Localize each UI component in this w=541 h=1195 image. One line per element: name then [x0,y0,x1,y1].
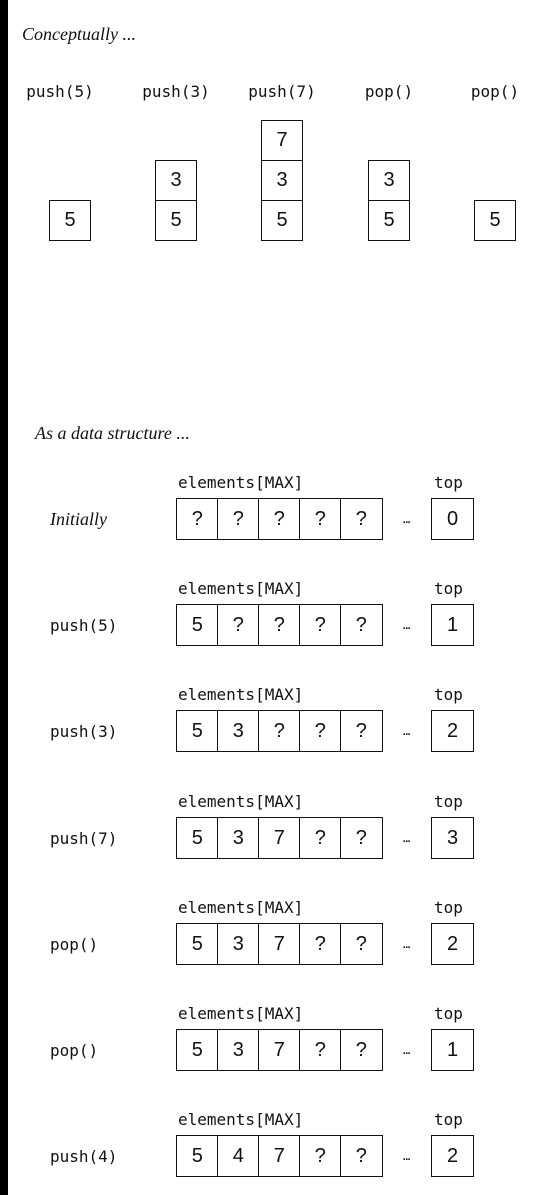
top-label: top [434,685,463,704]
top-label: top [434,579,463,598]
elements-label: elements[MAX] [178,1004,304,1023]
top-label: top [434,1004,463,1023]
conceptual-op-label: push(7) [248,82,316,101]
array-cell: 4 [217,1135,260,1177]
array-cell: 7 [258,1135,301,1177]
top-cell: 0 [431,498,474,540]
array-cell: ? [299,1135,342,1177]
array-cell: 3 [217,817,260,859]
array-cell: ? [217,498,260,540]
top-label: top [434,792,463,811]
ellipsis: ... [402,829,411,846]
array-cell: ? [340,1135,383,1177]
top-cell: 2 [431,1135,474,1177]
array-cell: ? [176,498,219,540]
array-cell: 7 [258,817,301,859]
array-cell: 5 [176,923,219,965]
array-cell: 5 [176,604,219,646]
array-cell: 5 [176,1029,219,1071]
left-edge-bar [0,0,8,1195]
row-label: push(5) [50,616,118,635]
top-label: top [434,1110,463,1129]
top-label: top [434,473,463,492]
array-cell: ? [340,604,383,646]
array-cell: ? [299,604,342,646]
elements-label: elements[MAX] [178,685,304,704]
top-cell: 2 [431,923,474,965]
array-cell: 7 [258,1029,301,1071]
conceptual-op-label: pop() [364,82,414,101]
top-label: top [434,898,463,917]
array-cell: ? [340,1029,383,1071]
ellipsis: ... [402,510,411,527]
stack-cell: 3 [368,160,410,201]
conceptual-op-label: push(3) [142,82,210,101]
array-cell: ? [299,498,342,540]
array-cell: ? [258,498,301,540]
top-cell: 2 [431,710,474,752]
stack-cell: 3 [155,160,197,201]
ellipsis: ... [402,935,411,952]
array-cell: ? [258,710,301,752]
array-cell: 3 [217,1029,260,1071]
heading-conceptually: Conceptually ... [22,24,136,44]
ellipsis: ... [402,722,411,739]
stack-cell: 5 [474,200,516,241]
elements-label: elements[MAX] [178,579,304,598]
row-label: push(4) [50,1147,118,1166]
row-label: Initially [50,509,107,529]
row-label: push(7) [50,829,118,848]
elements-label: elements[MAX] [178,898,304,917]
array-cell: ? [299,923,342,965]
array-cell: ? [340,498,383,540]
ellipsis: ... [402,1147,411,1164]
stack-cell: 7 [261,120,303,161]
stack-cell: 3 [261,160,303,201]
elements-label: elements[MAX] [178,473,304,492]
array-cell: ? [340,817,383,859]
ellipsis: ... [402,1041,411,1058]
conceptual-op-label: pop() [470,82,520,101]
array-cell: 5 [176,710,219,752]
array-cell: ? [299,1029,342,1071]
row-label: push(3) [50,722,118,741]
stack-cell: 5 [368,200,410,241]
array-cell: ? [340,923,383,965]
elements-label: elements[MAX] [178,1110,304,1129]
top-cell: 1 [431,1029,474,1071]
array-cell: ? [258,604,301,646]
array-cell: ? [299,817,342,859]
array-cell: 5 [176,817,219,859]
stack-cell: 5 [49,200,91,241]
top-cell: 3 [431,817,474,859]
stack-cell: 5 [261,200,303,241]
array-cell: 7 [258,923,301,965]
ellipsis: ... [402,616,411,633]
array-cell: ? [340,710,383,752]
row-label: pop() [50,1041,99,1060]
array-cell: ? [299,710,342,752]
array-cell: 5 [176,1135,219,1177]
elements-label: elements[MAX] [178,792,304,811]
array-cell: ? [217,604,260,646]
array-cell: 3 [217,710,260,752]
heading-data-structure: As a data structure ... [35,423,190,443]
stack-cell: 5 [155,200,197,241]
array-cell: 3 [217,923,260,965]
top-cell: 1 [431,604,474,646]
conceptual-op-label: push(5) [26,82,94,101]
row-label: pop() [50,935,99,954]
